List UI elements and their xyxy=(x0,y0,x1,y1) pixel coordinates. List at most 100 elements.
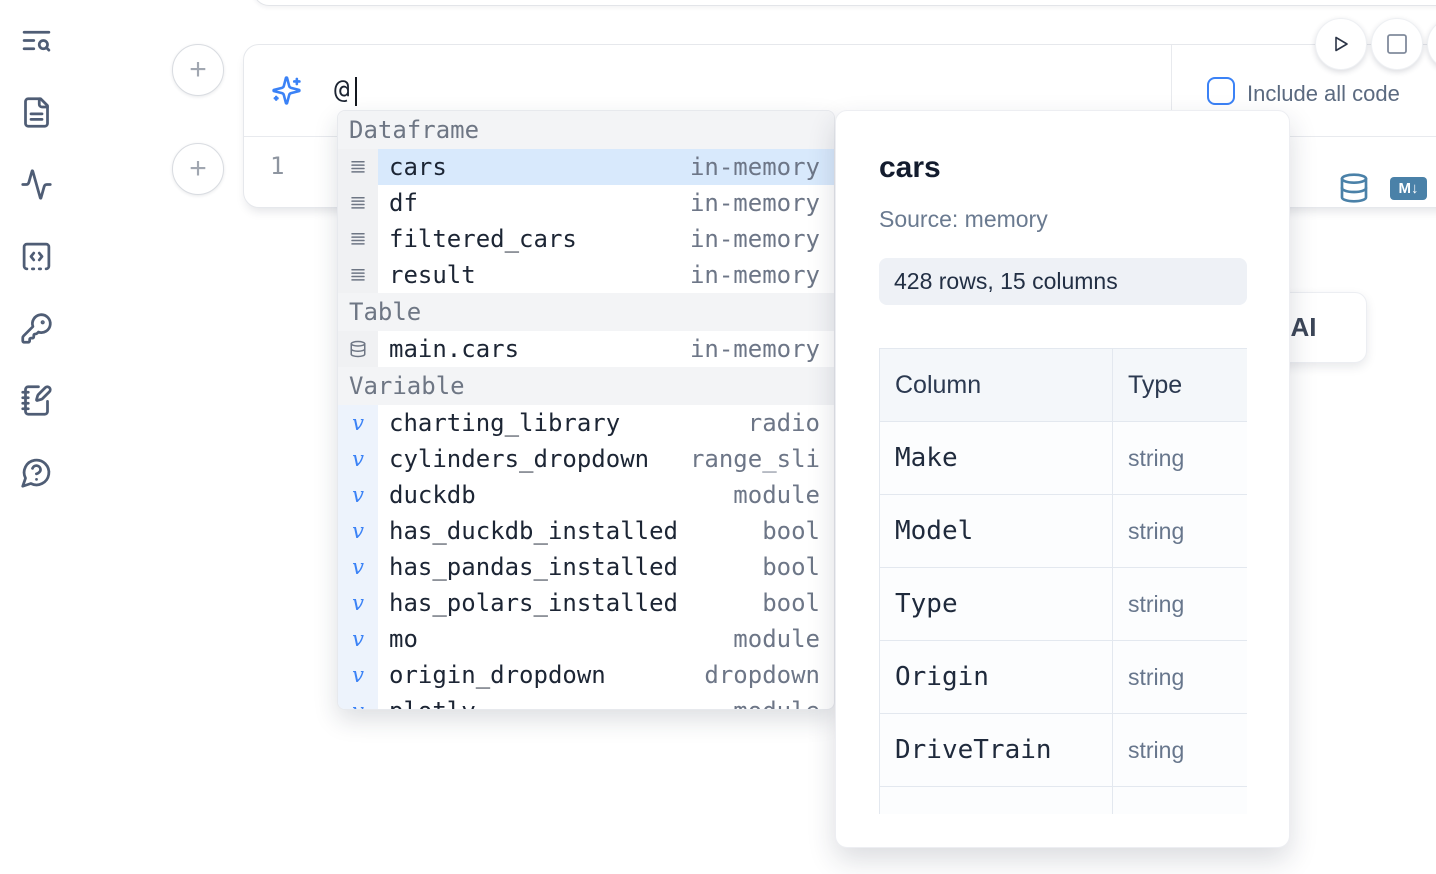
variable-icon: v xyxy=(338,513,378,549)
autocomplete-item-main: plotlymodule xyxy=(378,693,834,709)
stop-icon xyxy=(1385,32,1409,56)
item-name: has_duckdb_installed xyxy=(389,517,678,545)
item-name: main.cars xyxy=(389,335,520,363)
shape-badge: 428 rows, 15 columns xyxy=(879,258,1247,305)
previous-cell xyxy=(253,0,1436,6)
variable-icon: v xyxy=(338,477,378,513)
schema-column-name xyxy=(879,786,1113,814)
help-chat-icon[interactable] xyxy=(20,456,53,489)
add-cell-above-button[interactable]: + xyxy=(172,44,224,96)
autocomplete-item-main: cylinders_dropdown range_sli xyxy=(378,441,834,477)
autocomplete-item-charting_library[interactable]: v charting_library radio xyxy=(338,405,834,441)
item-type: bool xyxy=(762,517,820,545)
activity-icon[interactable] xyxy=(20,168,53,201)
schema-column-type: string xyxy=(1112,640,1247,714)
item-type: module xyxy=(733,625,820,653)
include-all-code-checkbox[interactable] xyxy=(1207,77,1235,105)
item-type: radio xyxy=(747,409,820,437)
schema-column-name: Origin xyxy=(879,640,1113,714)
dataframe-preview-panel: cars Source: memory 428 rows, 15 columns… xyxy=(835,110,1290,848)
autocomplete-item-main: charting_library radio xyxy=(378,405,834,441)
text-cursor xyxy=(355,77,357,106)
item-type: range_sli xyxy=(689,445,820,473)
autocomplete-item-main: has_duckdb_installed bool xyxy=(378,513,834,549)
snippets-code-icon[interactable] xyxy=(20,240,53,273)
item-type: in-memory xyxy=(689,189,820,217)
item-name: df xyxy=(389,189,418,217)
autocomplete-item-main: has_polars_installed bool xyxy=(378,585,834,621)
run-cell-button[interactable] xyxy=(1315,18,1367,70)
item-type: in-memory xyxy=(689,261,820,289)
item-name: plotly xyxy=(389,697,476,709)
divider xyxy=(1171,45,1172,136)
autocomplete-item-main: mo module xyxy=(378,621,834,657)
database-icon[interactable] xyxy=(1338,172,1370,204)
item-name: mo xyxy=(389,625,418,653)
schema-header-row: Column Type xyxy=(879,348,1247,422)
rows-icon xyxy=(338,149,378,185)
ai-prompt-input[interactable]: @ xyxy=(334,75,350,105)
scratchpad-notebook-icon[interactable] xyxy=(20,384,53,417)
file-text-icon[interactable] xyxy=(20,96,53,129)
item-type: in-memory xyxy=(689,335,820,363)
schema-column-type: string xyxy=(1112,713,1247,787)
cell-menu-button[interactable] xyxy=(1427,18,1436,70)
include-all-code-label: Include all code xyxy=(1247,81,1400,106)
variable-icon: v xyxy=(338,693,378,709)
item-type: bool xyxy=(762,553,820,581)
column-header: Column xyxy=(879,348,1113,422)
variable-icon: v xyxy=(338,549,378,585)
autocomplete-item-main.cars[interactable]: main.cars in-memory xyxy=(338,331,834,367)
variable-icon: v xyxy=(338,621,378,657)
item-type: module xyxy=(733,481,820,509)
preview-title: cars xyxy=(879,151,941,184)
item-type: in-memory xyxy=(689,153,820,181)
variable-icon: v xyxy=(338,585,378,621)
preview-source: Source: memory xyxy=(879,206,1048,232)
autocomplete-item-plotly[interactable]: vplotlymodule xyxy=(338,693,834,709)
add-cell-below-button[interactable]: + xyxy=(172,143,224,195)
schema-row xyxy=(879,786,1247,814)
schema-column-name: Model xyxy=(879,494,1113,568)
autocomplete-item-has_polars_installed[interactable]: v has_polars_installed bool xyxy=(338,585,834,621)
autocomplete-item-has_duckdb_installed[interactable]: v has_duckdb_installed bool xyxy=(338,513,834,549)
item-name: has_polars_installed xyxy=(389,589,678,617)
item-name: cylinders_dropdown xyxy=(389,445,650,473)
schema-column-type: string xyxy=(1112,567,1247,641)
autocomplete-section-header: Table xyxy=(338,293,834,331)
autocomplete-item-df[interactable]: df in-memory xyxy=(338,185,834,221)
sparkles-icon xyxy=(271,75,302,106)
autocomplete-section-header: Dataframe xyxy=(338,111,834,149)
text-search-icon[interactable] xyxy=(20,24,53,57)
markdown-icon[interactable]: M↓ xyxy=(1390,177,1427,200)
database-icon xyxy=(338,331,378,367)
key-icon[interactable] xyxy=(20,312,53,345)
item-type: bool xyxy=(762,589,820,617)
rows-icon xyxy=(338,185,378,221)
stop-cell-button[interactable] xyxy=(1371,18,1423,70)
variable-icon: v xyxy=(338,405,378,441)
item-name: charting_library xyxy=(389,409,621,437)
